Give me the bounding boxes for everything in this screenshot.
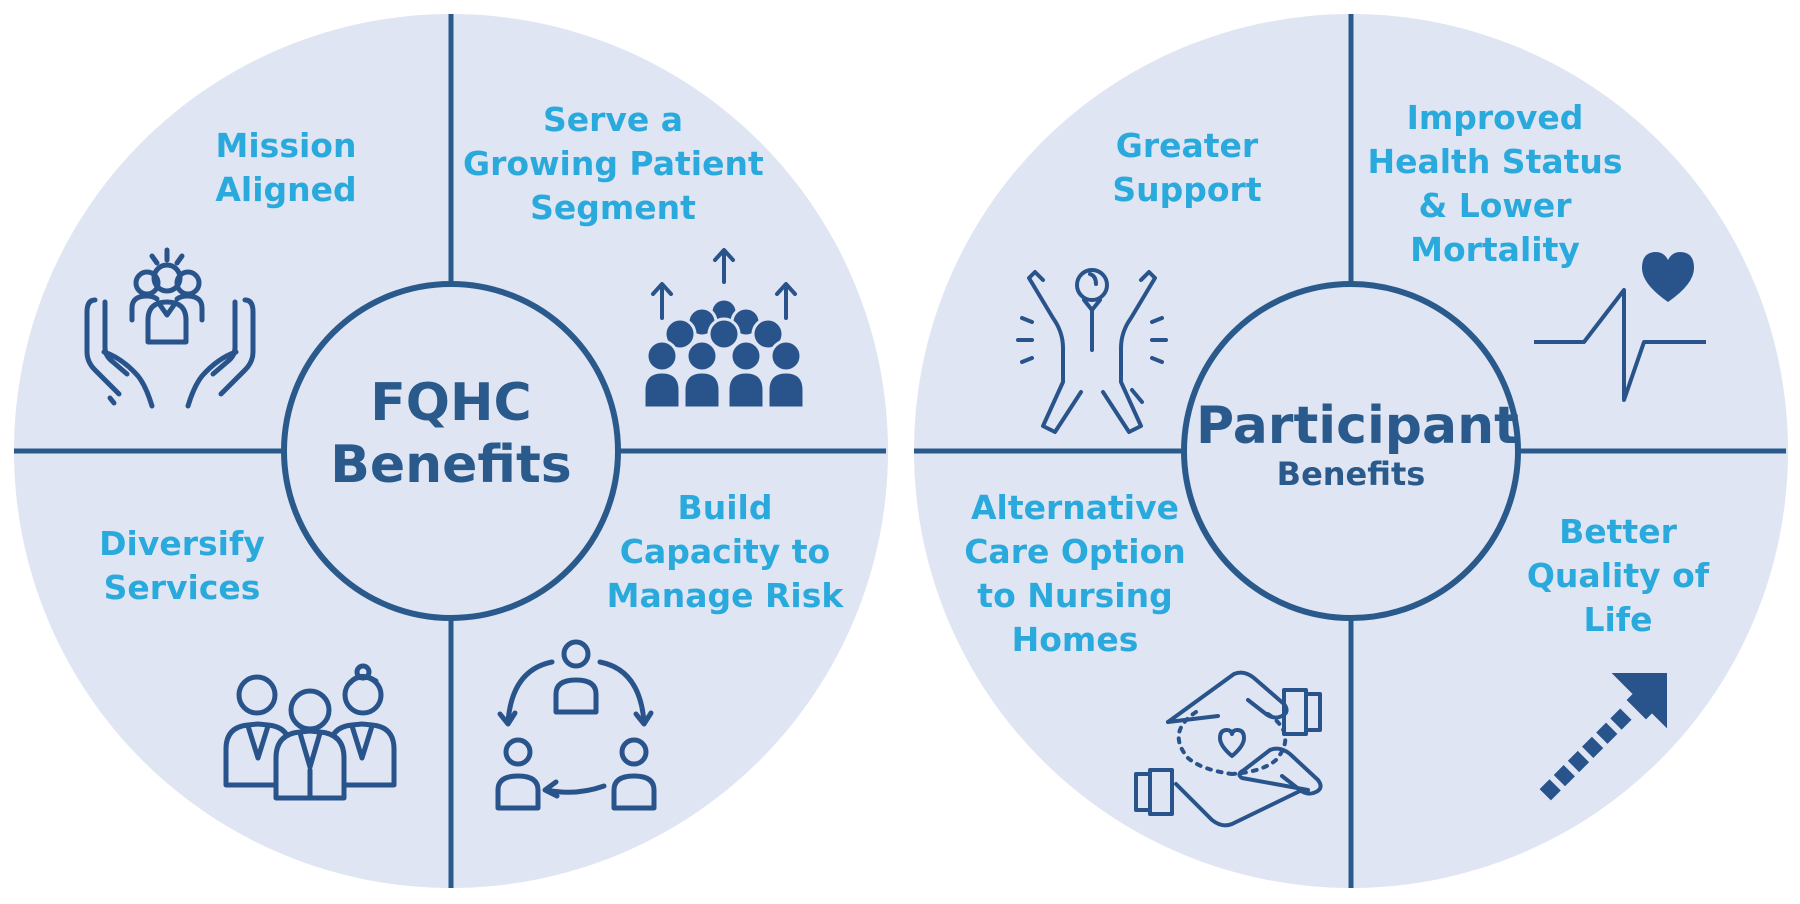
- heartbeat-icon: [1534, 252, 1706, 402]
- fqhc-center-circle: [281, 281, 621, 621]
- participant-center-circle: [1181, 281, 1521, 621]
- growing-crowd-icon: [642, 248, 806, 410]
- fqhc-bottom-left-label: Diversify Services: [99, 524, 265, 607]
- fqhc-bottom-right-label: Build Capacity to Manage Risk: [606, 488, 844, 615]
- fqhc-top-left-label: Mission Aligned: [215, 126, 357, 209]
- participant-top-left-label: Greater Support: [1112, 126, 1262, 209]
- fqhc-top-right-label: Serve a Growing Patient Segment: [463, 100, 764, 227]
- participant-center-label: Participant Benefits: [1196, 396, 1519, 494]
- participant-bottom-right-label: Better Quality of Life: [1526, 512, 1710, 639]
- team-in-hands-icon: [84, 247, 256, 409]
- care-team-icon: [223, 663, 397, 801]
- cheering-person-icon: [1016, 268, 1168, 434]
- caring-hands-heart-icon: [1134, 670, 1323, 828]
- trend-up-arrow-icon: [1539, 673, 1667, 801]
- participant-bottom-left-label: Alternative Care Option to Nursing Homes: [964, 488, 1186, 659]
- fqhc-wheel: [14, 14, 888, 888]
- fqhc-center-label: FQHC Benefits: [330, 373, 572, 496]
- participant-top-right-label: Improved Health Status & Lower Mortality: [1367, 98, 1623, 269]
- people-cycle-icon: [495, 639, 657, 811]
- participant-wheel: [914, 14, 1788, 888]
